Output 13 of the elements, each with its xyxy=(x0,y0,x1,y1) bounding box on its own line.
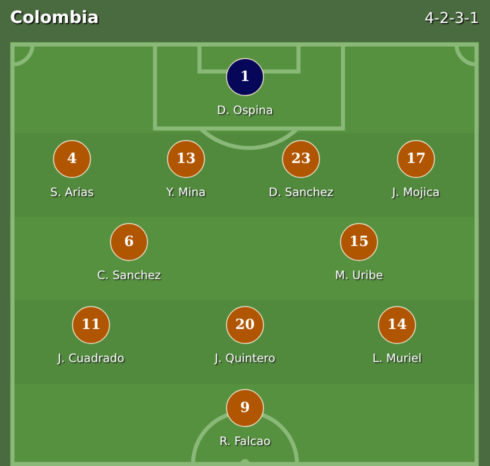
player-name: S. Arias xyxy=(50,185,94,199)
player-name: L. Muriel xyxy=(372,351,422,365)
player-name: J. Mojica xyxy=(392,185,440,199)
player-name: D. Sanchez xyxy=(268,185,334,199)
player-name: R. Falcao xyxy=(219,434,271,448)
player-name: Y. Mina xyxy=(166,185,206,199)
player-name: D. Ospina xyxy=(216,103,274,117)
player-name: C. Sanchez xyxy=(97,268,161,282)
formation-label: 4-2-3-1 xyxy=(424,8,479,28)
player-name: J. Quintero xyxy=(214,351,276,365)
player-name: J. Cuadrado xyxy=(58,351,124,365)
player-name: M. Uribe xyxy=(335,268,383,282)
team-name: Colombia xyxy=(10,7,99,29)
